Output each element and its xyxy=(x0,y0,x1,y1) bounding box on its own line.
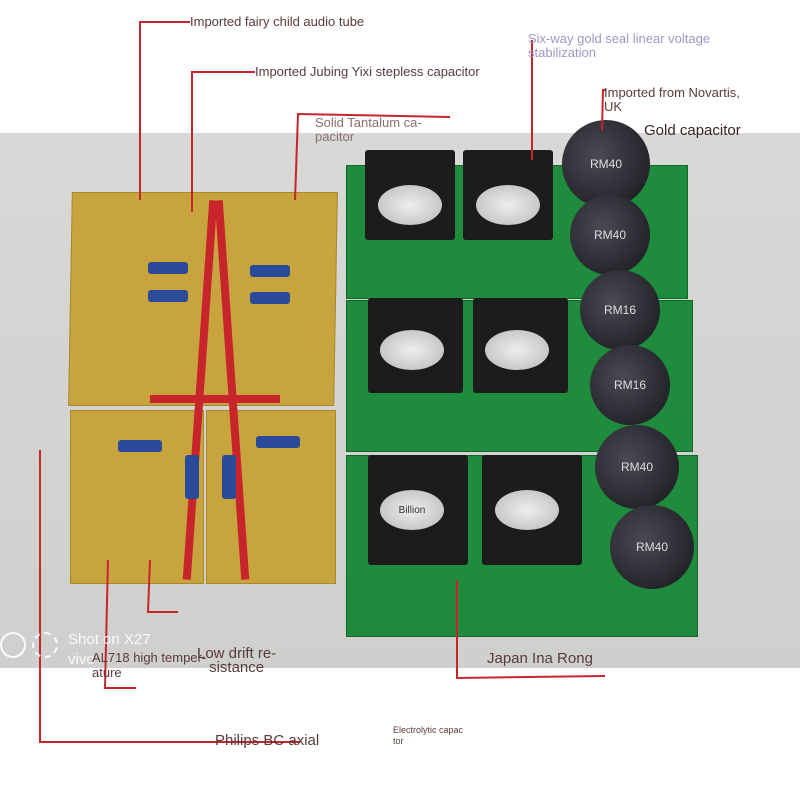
capacitor-blue xyxy=(256,436,300,448)
leader-jubing xyxy=(191,71,255,212)
capacitor-blue xyxy=(222,455,236,499)
label-novartis: Imported from Novartis, UK xyxy=(604,85,740,114)
label-low-drift: Low drift re- sistance xyxy=(197,645,277,676)
capacitor-blue xyxy=(118,440,162,452)
capacitor-blue xyxy=(185,455,199,499)
camera-watermark xyxy=(0,632,59,663)
leader-novartis xyxy=(601,89,606,131)
label-electrolytic: Electrolytic capac tor xyxy=(393,725,464,746)
label-japan-ina: Japan Ina Rong xyxy=(487,650,593,667)
label-gold-capacitor: Gold capacitor xyxy=(644,122,741,139)
transistor xyxy=(378,185,442,225)
leader-al718 xyxy=(103,559,136,689)
transistor xyxy=(380,330,444,370)
capacitor-blue xyxy=(250,292,290,304)
pcb-trace xyxy=(150,395,280,403)
label-jubing: Imported Jubing Yixi stepless capacitor xyxy=(255,64,480,79)
transistor xyxy=(476,185,540,225)
leader-low-drift xyxy=(146,559,178,613)
leader-tantalum xyxy=(294,112,451,201)
leader-fairy-tube xyxy=(139,21,190,200)
leader-japan-ina xyxy=(456,580,606,680)
capacitor-rm16: RM16 xyxy=(590,345,670,425)
label-al718: AL718 high temper- ature xyxy=(92,650,207,680)
watermark-logo-icon xyxy=(32,632,59,658)
watermark-line1: Shot on X27 xyxy=(68,631,151,648)
preamp-board-bottom-left xyxy=(70,410,204,584)
leader-philips xyxy=(39,450,300,743)
transistor xyxy=(495,490,559,530)
watermark-line2: vivo xyxy=(68,651,95,668)
label-six-way: Six-way gold seal linear voltage stabili… xyxy=(528,31,711,60)
capacitor-rm40: RM40 xyxy=(562,120,650,208)
capacitor-blue xyxy=(148,290,188,302)
label-fairy-tube: Imported fairy child audio tube xyxy=(190,14,365,29)
label-philips: Philips BC axial xyxy=(215,732,320,749)
capacitor-rm40: RM40 xyxy=(595,425,679,509)
capacitor-rm40: RM40 xyxy=(610,505,694,589)
capacitor-blue xyxy=(148,262,188,274)
capacitor-rm16: RM16 xyxy=(580,270,660,350)
transistor xyxy=(485,330,549,370)
label-tantalum: Solid Tantalum ca- pacitor xyxy=(315,115,422,144)
capacitor-blue xyxy=(250,265,290,277)
transistor-billion: Billion xyxy=(380,490,444,530)
watermark-logo-icon xyxy=(0,632,26,658)
capacitor-rm40: RM40 xyxy=(570,195,650,275)
